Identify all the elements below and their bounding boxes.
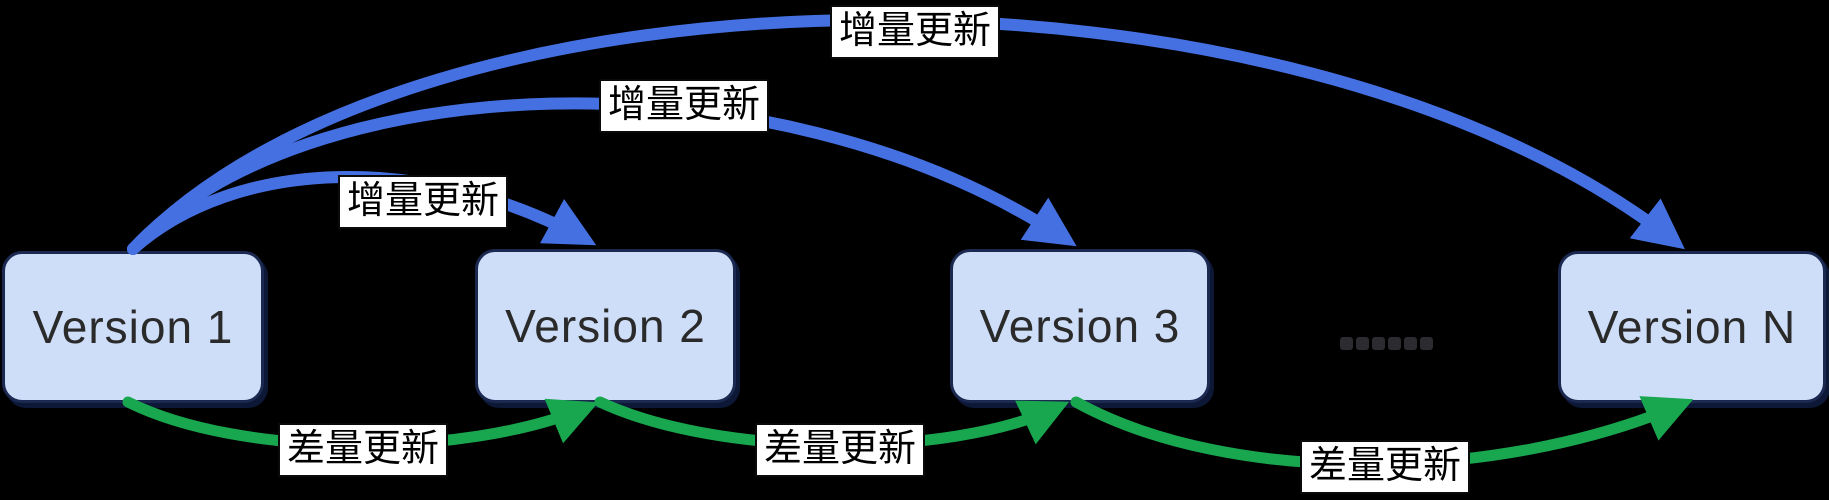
node-version-2: Version 2 [475,249,736,403]
edge-label-incremental-v1-v3: 增量更新 [599,79,770,133]
node-version-n-label: Version N [1587,301,1797,353]
ellipsis-dot [1372,337,1385,350]
node-version-1: Version 1 [2,251,264,403]
edge-label-differential-v1-v2: 差量更新 [278,423,449,477]
edge-label-incremental-v1-vn: 增量更新 [830,5,1001,59]
node-version-n: Version N [1558,251,1826,403]
ellipsis-dots [1340,337,1433,350]
node-version-1-label: Version 1 [32,301,234,353]
node-version-3-label: Version 3 [979,300,1181,352]
ellipsis-dot [1420,337,1433,350]
edge-label-differential-v2-v3: 差量更新 [755,423,926,477]
edge-label-incremental-v1-v2: 增量更新 [338,175,509,229]
node-version-2-label: Version 2 [505,300,706,352]
edge-label-differential-v3-vn: 差量更新 [1300,440,1471,494]
node-version-3: Version 3 [950,249,1210,403]
ellipsis-dot [1388,337,1401,350]
ellipsis-dot [1404,337,1417,350]
ellipsis-dot [1340,337,1353,350]
ellipsis-dot [1356,337,1369,350]
